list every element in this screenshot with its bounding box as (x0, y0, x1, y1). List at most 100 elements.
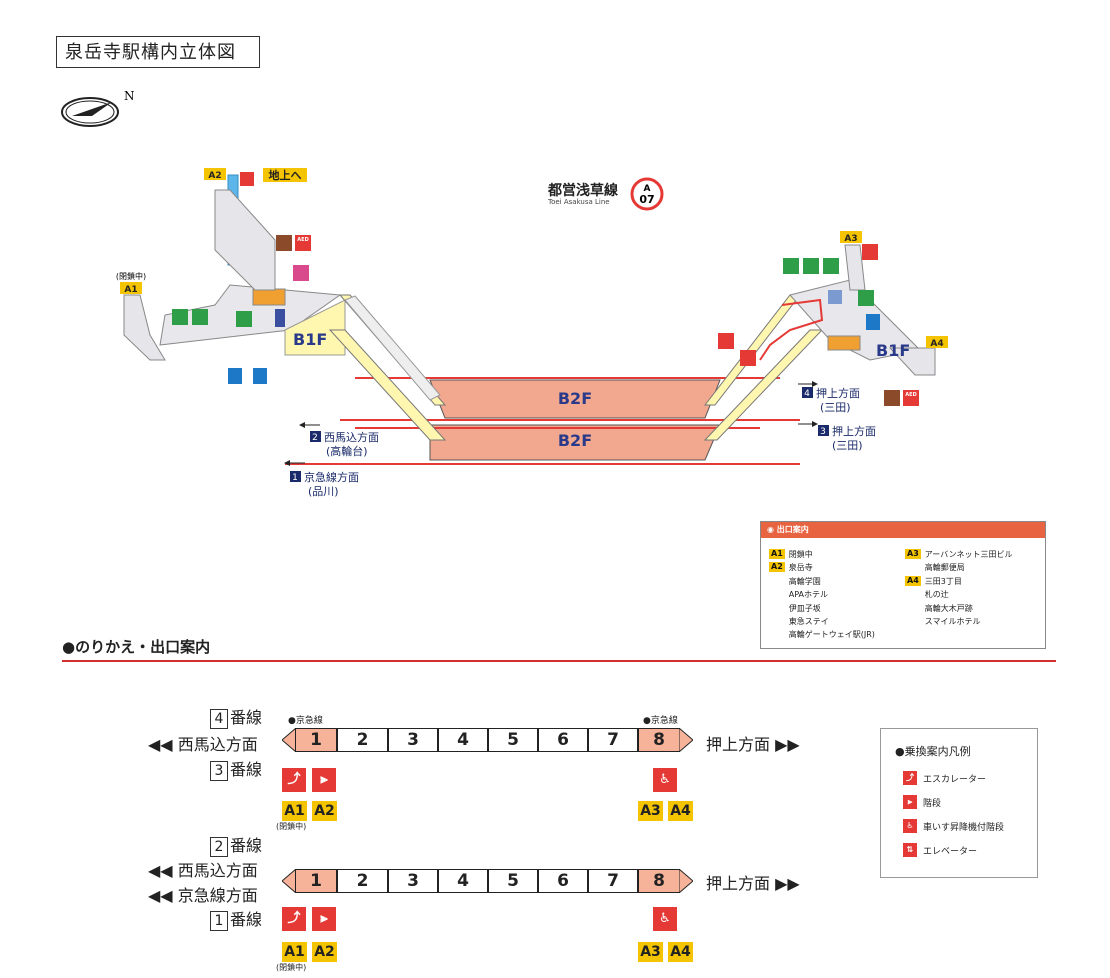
car-2: 2 (337, 728, 388, 752)
phone-icon (228, 368, 242, 384)
stairs-icon: ⫸ (312, 768, 336, 792)
dir-2-sub: (高輪台) (326, 444, 368, 458)
aed-icon (295, 235, 311, 251)
station-office-icon-2 (884, 390, 900, 406)
upper-left-direction: ◀◀ 西馬込方面 (148, 735, 258, 754)
car-2: 2 (337, 869, 388, 893)
line-name: 都営浅草線 (548, 183, 618, 199)
dir-4-label: 押上方面 (816, 386, 860, 400)
car-4: 4 (438, 728, 488, 752)
exit-guide-item: APAホテル (788, 590, 829, 600)
escalator-icon: ⤴ (282, 907, 306, 931)
car-arrow-left (282, 728, 296, 752)
compass-north-label: N (124, 90, 135, 103)
exit-guide-item: スマイルホテル (924, 617, 981, 627)
lower-left-direction-1: ◀◀ 西馬込方面 (148, 861, 258, 880)
line-name-en: Toei Asakusa Line (548, 198, 610, 206)
accessible-restroom-icon (192, 309, 208, 325)
car-8: 8 (638, 869, 680, 893)
exit-guide-item: 泉岳寺 (788, 563, 813, 573)
compass-icon: N (61, 90, 135, 127)
exit-a3-tag: A3 (844, 234, 857, 244)
exit-guide-item: 高輪ゲートウェイ駅(JR) (788, 630, 875, 640)
dir-4-num: 4 (804, 389, 810, 399)
dir-3-num: 3 (820, 427, 826, 437)
car-3: 3 (388, 728, 438, 752)
legend-item: ♿車いす昇降機付階段 (903, 819, 1004, 833)
exit-guide-item: アーバンネット三田ビル (924, 550, 1013, 559)
car-7: 7 (588, 869, 638, 893)
dir-2-num: 2 (312, 433, 318, 443)
car-1: 1 (295, 869, 337, 893)
dir-4-sub: (三田) (820, 401, 851, 414)
dir-2-label: 西馬込方面 (324, 430, 379, 444)
line-badge-number: 07 (639, 193, 654, 206)
floor-b1-right: B1F (876, 341, 910, 360)
locker-icon (236, 311, 252, 327)
accessible-icon (783, 258, 799, 274)
exit-a1-closed-note: (閉鎖中) (276, 963, 307, 972)
stairs-icon: ⫸ (903, 795, 917, 809)
car-1: 1 (295, 728, 337, 752)
exit-tag: A1 (769, 549, 785, 559)
accessible-restroom-icon-2 (823, 258, 839, 274)
stairs-icon: ⫸ (312, 907, 336, 931)
exit-tag: A2 (769, 562, 785, 573)
exit-tag: A4 (905, 575, 921, 586)
exit-a1-tag: A1 (282, 801, 307, 821)
car-5: 5 (488, 869, 538, 893)
legend-header: ●乗換案内凡例 (895, 745, 971, 758)
exit-a2-tag: A2 (312, 801, 337, 821)
exit-a2-tag: A2 (312, 942, 337, 962)
keikyu-note-left: ●京急線 (288, 716, 323, 726)
section-title: ●のりかえ・出口案内 (62, 638, 211, 656)
car-3: 3 (388, 869, 438, 893)
locker-icon-2 (858, 290, 874, 306)
wheelchair-stairs-icon (718, 333, 734, 349)
keikyu-note-right: ●京急線 (643, 716, 678, 726)
legend-item: ⤴エスカレーター (903, 771, 986, 785)
exit-guide-item: 東急ステイ (788, 617, 829, 627)
line-badge-letter: A (644, 184, 651, 194)
exit-guide-item: 札の辻 (924, 590, 949, 600)
wheelchair-stairs-icon: ♿ (653, 907, 677, 931)
page-title: 泉岳寺駅構内立体図 (56, 36, 260, 68)
exit-a2-tag: A2 (208, 171, 221, 181)
exit-guide-item: 閉鎖中 (788, 550, 813, 559)
exit-a1-tag: A1 (282, 942, 307, 962)
nursing-room-icon (293, 265, 309, 281)
exit-guide-item: 伊皿子坂 (788, 603, 821, 613)
lower-left-direction-2: ◀◀ 京急線方面 (148, 886, 258, 905)
exit-guide-item: 高輪郵便局 (924, 563, 965, 573)
aed-label-2: AED (905, 392, 916, 398)
car-7: 7 (588, 728, 638, 752)
exit-a3-tag: A3 (638, 801, 663, 821)
ticket-machine-icon (253, 368, 267, 384)
exit-a1-closed-note: (閉鎖中) (276, 822, 307, 831)
elevator-icon: ⇅ (903, 843, 917, 857)
exit-a4-tag: A4 (668, 801, 693, 821)
exit-a2-label: 地上へ (269, 168, 302, 182)
exit-tag: A3 (905, 549, 921, 559)
restroom-icon-2 (803, 258, 819, 274)
exit-guide-item: 三田3丁目 (924, 576, 962, 586)
lower-right-direction: 押上方面 ▶▶ (706, 874, 800, 893)
escalator-icon (740, 350, 756, 366)
exit-a3-tag: A3 (638, 942, 663, 962)
legend-item: ⫸階段 (903, 795, 941, 809)
restroom-icon (172, 309, 188, 325)
station-office-icon (276, 235, 292, 251)
wheelchair-stairs-icon: ♿ (903, 819, 917, 833)
car-6: 6 (538, 869, 588, 893)
dir-1-sub: (品川) (308, 485, 339, 498)
car-8: 8 (638, 728, 680, 752)
section-divider (62, 660, 1056, 662)
floor-b2-lower: B2F (558, 431, 592, 450)
dir-1-label: 京急線方面 (304, 470, 359, 484)
